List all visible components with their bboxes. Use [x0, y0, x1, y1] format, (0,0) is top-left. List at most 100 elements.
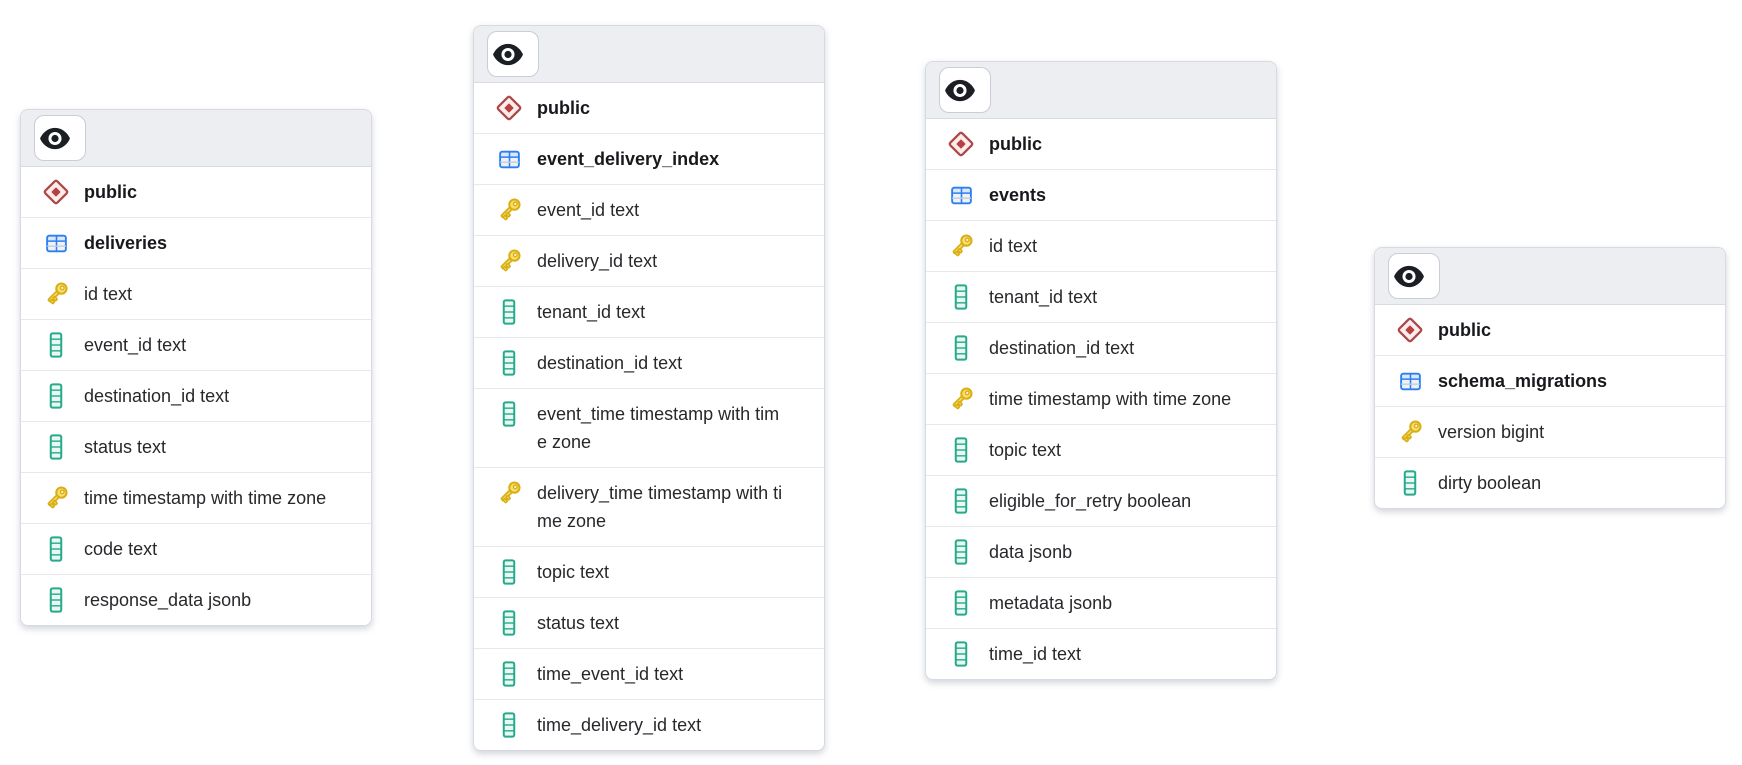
column-label: id text [84, 280, 334, 308]
column-type: text [1105, 338, 1135, 358]
column-row: tenant_id text [926, 272, 1276, 323]
column-row: status text [474, 598, 824, 649]
schema-diamond-icon [491, 94, 527, 122]
column-name: destination_id [537, 353, 649, 373]
schema-name: public [1438, 320, 1491, 340]
column-name: metadata [989, 593, 1065, 613]
column-row: topic text [474, 547, 824, 598]
eye-icon [37, 124, 73, 152]
table-name-row: deliveries [21, 218, 371, 269]
card-header [1375, 248, 1725, 305]
column-label: topic text [989, 436, 1239, 464]
column-label: status text [537, 609, 787, 637]
column-icon [38, 331, 74, 359]
column-name: destination_id [989, 338, 1101, 358]
column-row: delivery_id text [474, 236, 824, 287]
column-name: event_id [84, 335, 153, 355]
column-name: tenant_id [537, 302, 612, 322]
column-type: text [200, 386, 230, 406]
column-label: time timestamp with time zone [84, 484, 334, 512]
column-name: topic [537, 562, 576, 582]
column-row: destination_id text [926, 323, 1276, 374]
column-name: version [1438, 422, 1497, 442]
column-icon [38, 433, 74, 461]
column-label: status text [84, 433, 334, 461]
key-icon [1392, 418, 1428, 446]
column-type: boolean [1477, 473, 1542, 493]
schema-name: public [537, 98, 590, 118]
column-name: event_id [537, 200, 606, 220]
column-label: tenant_id text [989, 283, 1239, 311]
column-type: timestamp with time zone [537, 483, 783, 531]
column-icon [943, 640, 979, 668]
column-type: timestamp with time zone [1028, 389, 1232, 409]
column-type: text [1068, 287, 1098, 307]
column-label: event_time timestamp with time zone [537, 400, 787, 456]
column-row: eligible_for_retry boolean [926, 476, 1276, 527]
column-name: delivery_id [537, 251, 624, 271]
eye-icon [1391, 262, 1427, 290]
column-icon [491, 558, 527, 586]
schema-diamond-icon [1392, 316, 1428, 344]
column-row: status text [21, 422, 371, 473]
column-label: eligible_for_retry boolean [989, 487, 1239, 515]
column-row: code text [21, 524, 371, 575]
column-label: destination_id text [84, 382, 334, 410]
column-label: time_id text [989, 640, 1239, 668]
column-label: id text [989, 232, 1239, 260]
column-type: text [653, 353, 683, 373]
visibility-toggle-button[interactable] [487, 31, 539, 77]
card-header [926, 62, 1276, 119]
schema-diamond-icon [943, 130, 979, 158]
column-row: destination_id text [474, 338, 824, 389]
table-icon [943, 181, 979, 209]
column-type: text [616, 302, 646, 322]
table-icon [1392, 367, 1428, 395]
column-type: text [628, 251, 658, 271]
column-row: metadata jsonb [926, 578, 1276, 629]
column-label: data jsonb [989, 538, 1239, 566]
column-row: version bigint [1375, 407, 1725, 458]
column-icon [491, 711, 527, 739]
column-label: event_id text [537, 196, 787, 224]
visibility-toggle-button[interactable] [34, 115, 86, 161]
column-type: boolean [1127, 491, 1192, 511]
table-icon [38, 229, 74, 257]
column-type: text [1008, 236, 1038, 256]
column-type: text [580, 562, 610, 582]
table-name-row: event_delivery_index [474, 134, 824, 185]
column-type: text [137, 437, 167, 457]
column-name: id [989, 236, 1004, 256]
table-name: event_delivery_index [537, 149, 720, 169]
key-icon [491, 247, 527, 275]
schema-row: public [21, 167, 371, 218]
visibility-toggle-button[interactable] [1388, 253, 1440, 299]
column-name: time_event_id [537, 664, 650, 684]
visibility-toggle-button[interactable] [939, 67, 991, 113]
column-row: time timestamp with time zone [926, 374, 1276, 425]
schema-row: public [926, 119, 1276, 170]
column-label: destination_id text [989, 334, 1239, 362]
key-icon [491, 479, 527, 507]
column-type: timestamp with time zone [123, 488, 327, 508]
schema-name: public [84, 182, 137, 202]
column-type: jsonb [1069, 593, 1113, 613]
column-name: dirty [1438, 473, 1473, 493]
column-name: event_time [537, 404, 626, 424]
column-label: topic text [537, 558, 787, 586]
column-label: destination_id text [537, 349, 787, 377]
table-name: deliveries [84, 233, 168, 253]
column-name: time [84, 488, 119, 508]
column-row: time_event_id text [474, 649, 824, 700]
column-row: delivery_time timestamp with time zone [474, 468, 824, 547]
column-label: metadata jsonb [989, 589, 1239, 617]
table-name-row: events [926, 170, 1276, 221]
column-name: eligible_for_retry [989, 491, 1123, 511]
column-label: dirty boolean [1438, 469, 1688, 497]
column-label: delivery_time timestamp with time zone [537, 479, 787, 535]
column-icon [491, 660, 527, 688]
